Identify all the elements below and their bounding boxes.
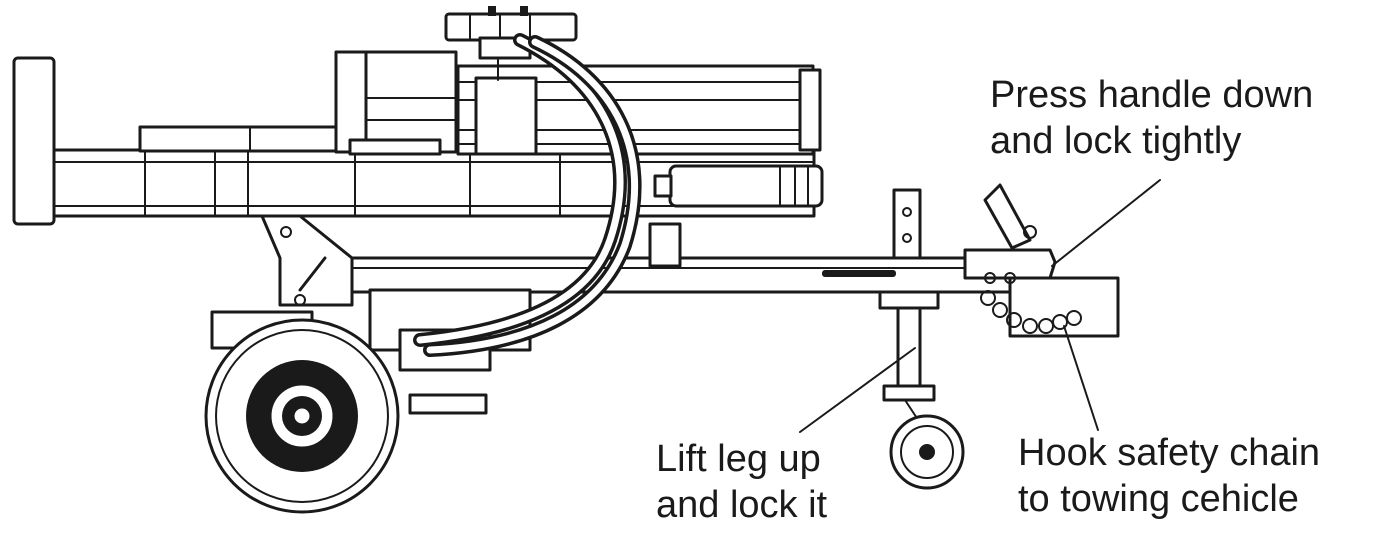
hydraulic-hose <box>413 33 642 357</box>
control-valve <box>444 6 578 60</box>
callout-press-handle: Press handle down and lock tightly <box>990 72 1313 164</box>
main-wheel <box>204 318 400 514</box>
coupler-handle <box>963 183 1057 284</box>
callout-leg-line1: Lift leg up <box>656 438 821 480</box>
leader-line-chain <box>1063 325 1099 431</box>
jack-stand <box>878 188 965 490</box>
callout-chain-line2: to towing cehicle <box>1018 478 1299 520</box>
callout-safety-chain: Hook safety chain to towing cehicle <box>1018 430 1320 522</box>
callout-leg-line2: and lock it <box>656 484 828 526</box>
callout-chain-line1: Hook safety chain <box>1018 432 1321 474</box>
leader-line-handle <box>1051 179 1161 267</box>
callout-handle-line1: Press handle down <box>990 74 1314 116</box>
hydraulic-tank <box>653 164 824 208</box>
callout-handle-line2: and lock tightly <box>990 120 1242 162</box>
safety-chain <box>980 290 1082 334</box>
leader-line-leg <box>799 347 916 433</box>
callout-lift-leg: Lift leg up and lock it <box>656 436 827 528</box>
wedge-assembly <box>334 50 458 156</box>
tongue-frame <box>350 222 1120 338</box>
hydraulic-cylinder <box>456 59 822 156</box>
